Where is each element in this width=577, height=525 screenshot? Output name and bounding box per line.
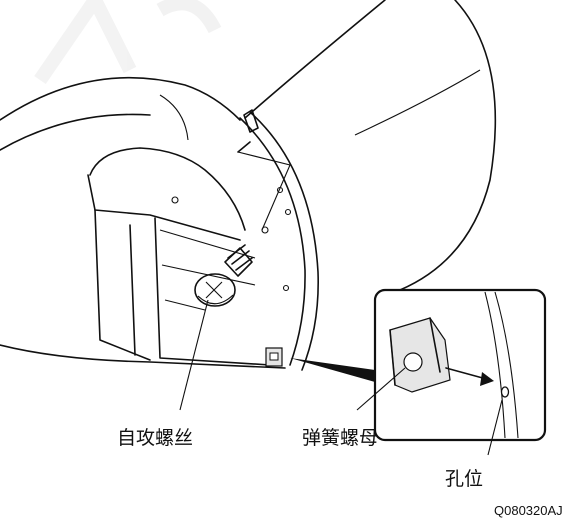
install-arrow-head [237, 141, 251, 153]
screw-leader [179, 299, 209, 411]
spring-nut [389, 317, 494, 393]
callout-pointer [290, 358, 375, 382]
mounting-hole [500, 386, 510, 398]
figure-code: Q080320AJ [494, 503, 563, 518]
self-tapping-screw [194, 244, 253, 307]
hole-leader [487, 399, 503, 456]
nut-leader [356, 367, 406, 411]
spring-nut-label: 弹簧螺母 [302, 427, 378, 449]
hole-label: 孔位 [445, 468, 483, 490]
body-panel [0, 0, 497, 291]
upper-clip [243, 109, 259, 133]
watermark [34, 0, 222, 84]
wheel-arch-liner [0, 111, 319, 371]
screw-label: 自攻螺丝 [117, 427, 193, 449]
screw-install-path [237, 151, 291, 231]
lower-bracket [265, 347, 283, 367]
